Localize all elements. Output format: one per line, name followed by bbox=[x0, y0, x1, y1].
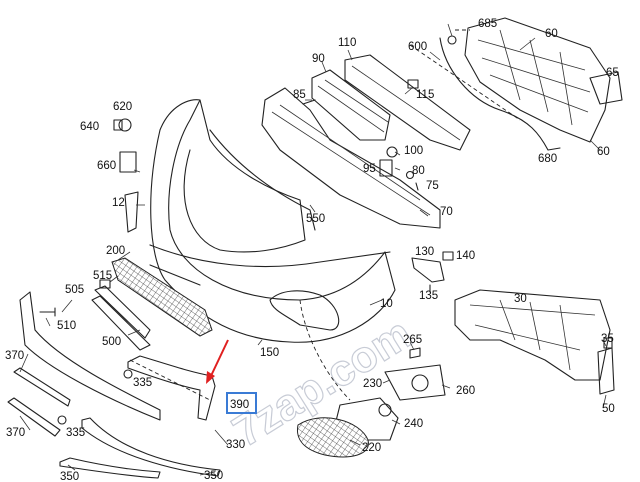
part-label-200: 200 bbox=[106, 245, 125, 257]
part-label-70: 70 bbox=[440, 206, 453, 218]
fasteners bbox=[39, 35, 613, 425]
part-label-350b: 350 bbox=[204, 470, 223, 482]
part-label-12: 12 bbox=[112, 197, 125, 209]
cable-600 bbox=[439, 37, 561, 151]
part-label-110: 110 bbox=[338, 37, 356, 49]
part-label-85: 85 bbox=[293, 89, 306, 101]
part-label-150: 150 bbox=[260, 347, 279, 359]
part-label-230: 230 bbox=[363, 378, 382, 390]
part-label-220: 220 bbox=[362, 442, 381, 454]
leader-lines bbox=[19, 23, 607, 476]
part-label-370b: 370 bbox=[6, 427, 25, 439]
part-label-510: 510 bbox=[57, 320, 76, 332]
part-label-515: 515 bbox=[93, 270, 112, 282]
fog-lamp-parts bbox=[296, 364, 446, 458]
part-label-60a: 60 bbox=[545, 28, 558, 40]
part-label-80: 80 bbox=[412, 165, 425, 177]
part-label-95: 95 bbox=[363, 163, 376, 175]
part-label-370a: 370 bbox=[5, 350, 24, 362]
part-label-335a: 335 bbox=[133, 377, 152, 389]
part-label-260: 260 bbox=[456, 385, 475, 397]
part-label-65: 65 bbox=[606, 67, 619, 79]
part-label-505: 505 bbox=[65, 284, 84, 296]
bumper-cover bbox=[149, 99, 396, 343]
part-label-330: 330 bbox=[226, 439, 245, 451]
lower-grille bbox=[91, 257, 213, 351]
red-arrow bbox=[206, 339, 229, 384]
part-label-10: 10 bbox=[380, 298, 393, 310]
part-label-90: 90 bbox=[312, 53, 325, 65]
part-labels: 685 600 60 110 90 65 115 85 620 640 680 60 660 100 95 8… bbox=[5, 18, 619, 482]
part-label-265: 265 bbox=[403, 334, 422, 346]
upper-brackets bbox=[261, 54, 471, 229]
part-label-500: 500 bbox=[102, 336, 121, 348]
right-absorber bbox=[454, 289, 615, 395]
part-label-390: 390 bbox=[230, 399, 249, 411]
left-trim-strips bbox=[7, 291, 221, 479]
part-label-685: 685 bbox=[478, 18, 497, 30]
part-label-350a: 350 bbox=[60, 471, 79, 482]
part-label-30: 30 bbox=[514, 293, 527, 305]
part-label-100: 100 bbox=[404, 145, 423, 157]
part-label-50: 50 bbox=[602, 403, 615, 415]
part-label-240: 240 bbox=[404, 418, 423, 430]
part-label-75: 75 bbox=[426, 180, 439, 192]
trim-390 bbox=[127, 355, 216, 421]
highlight-box bbox=[226, 392, 257, 414]
part-label-130: 130 bbox=[415, 246, 434, 258]
part-label-600: 600 bbox=[408, 41, 427, 53]
part-label-135: 135 bbox=[419, 290, 438, 302]
part-label-620: 620 bbox=[113, 101, 132, 113]
part-label-680: 680 bbox=[538, 153, 557, 165]
part-label-140: 140 bbox=[456, 250, 475, 262]
part-label-115: 115 bbox=[416, 89, 434, 101]
part-label-335b: 335 bbox=[66, 427, 85, 439]
part-label-660: 660 bbox=[97, 160, 116, 172]
part-label-35: 35 bbox=[601, 333, 614, 345]
part-label-60b: 60 bbox=[597, 146, 610, 158]
part-label-550: 550 bbox=[306, 213, 325, 225]
part-label-640: 640 bbox=[80, 121, 99, 133]
upper-crossmember bbox=[464, 17, 623, 143]
